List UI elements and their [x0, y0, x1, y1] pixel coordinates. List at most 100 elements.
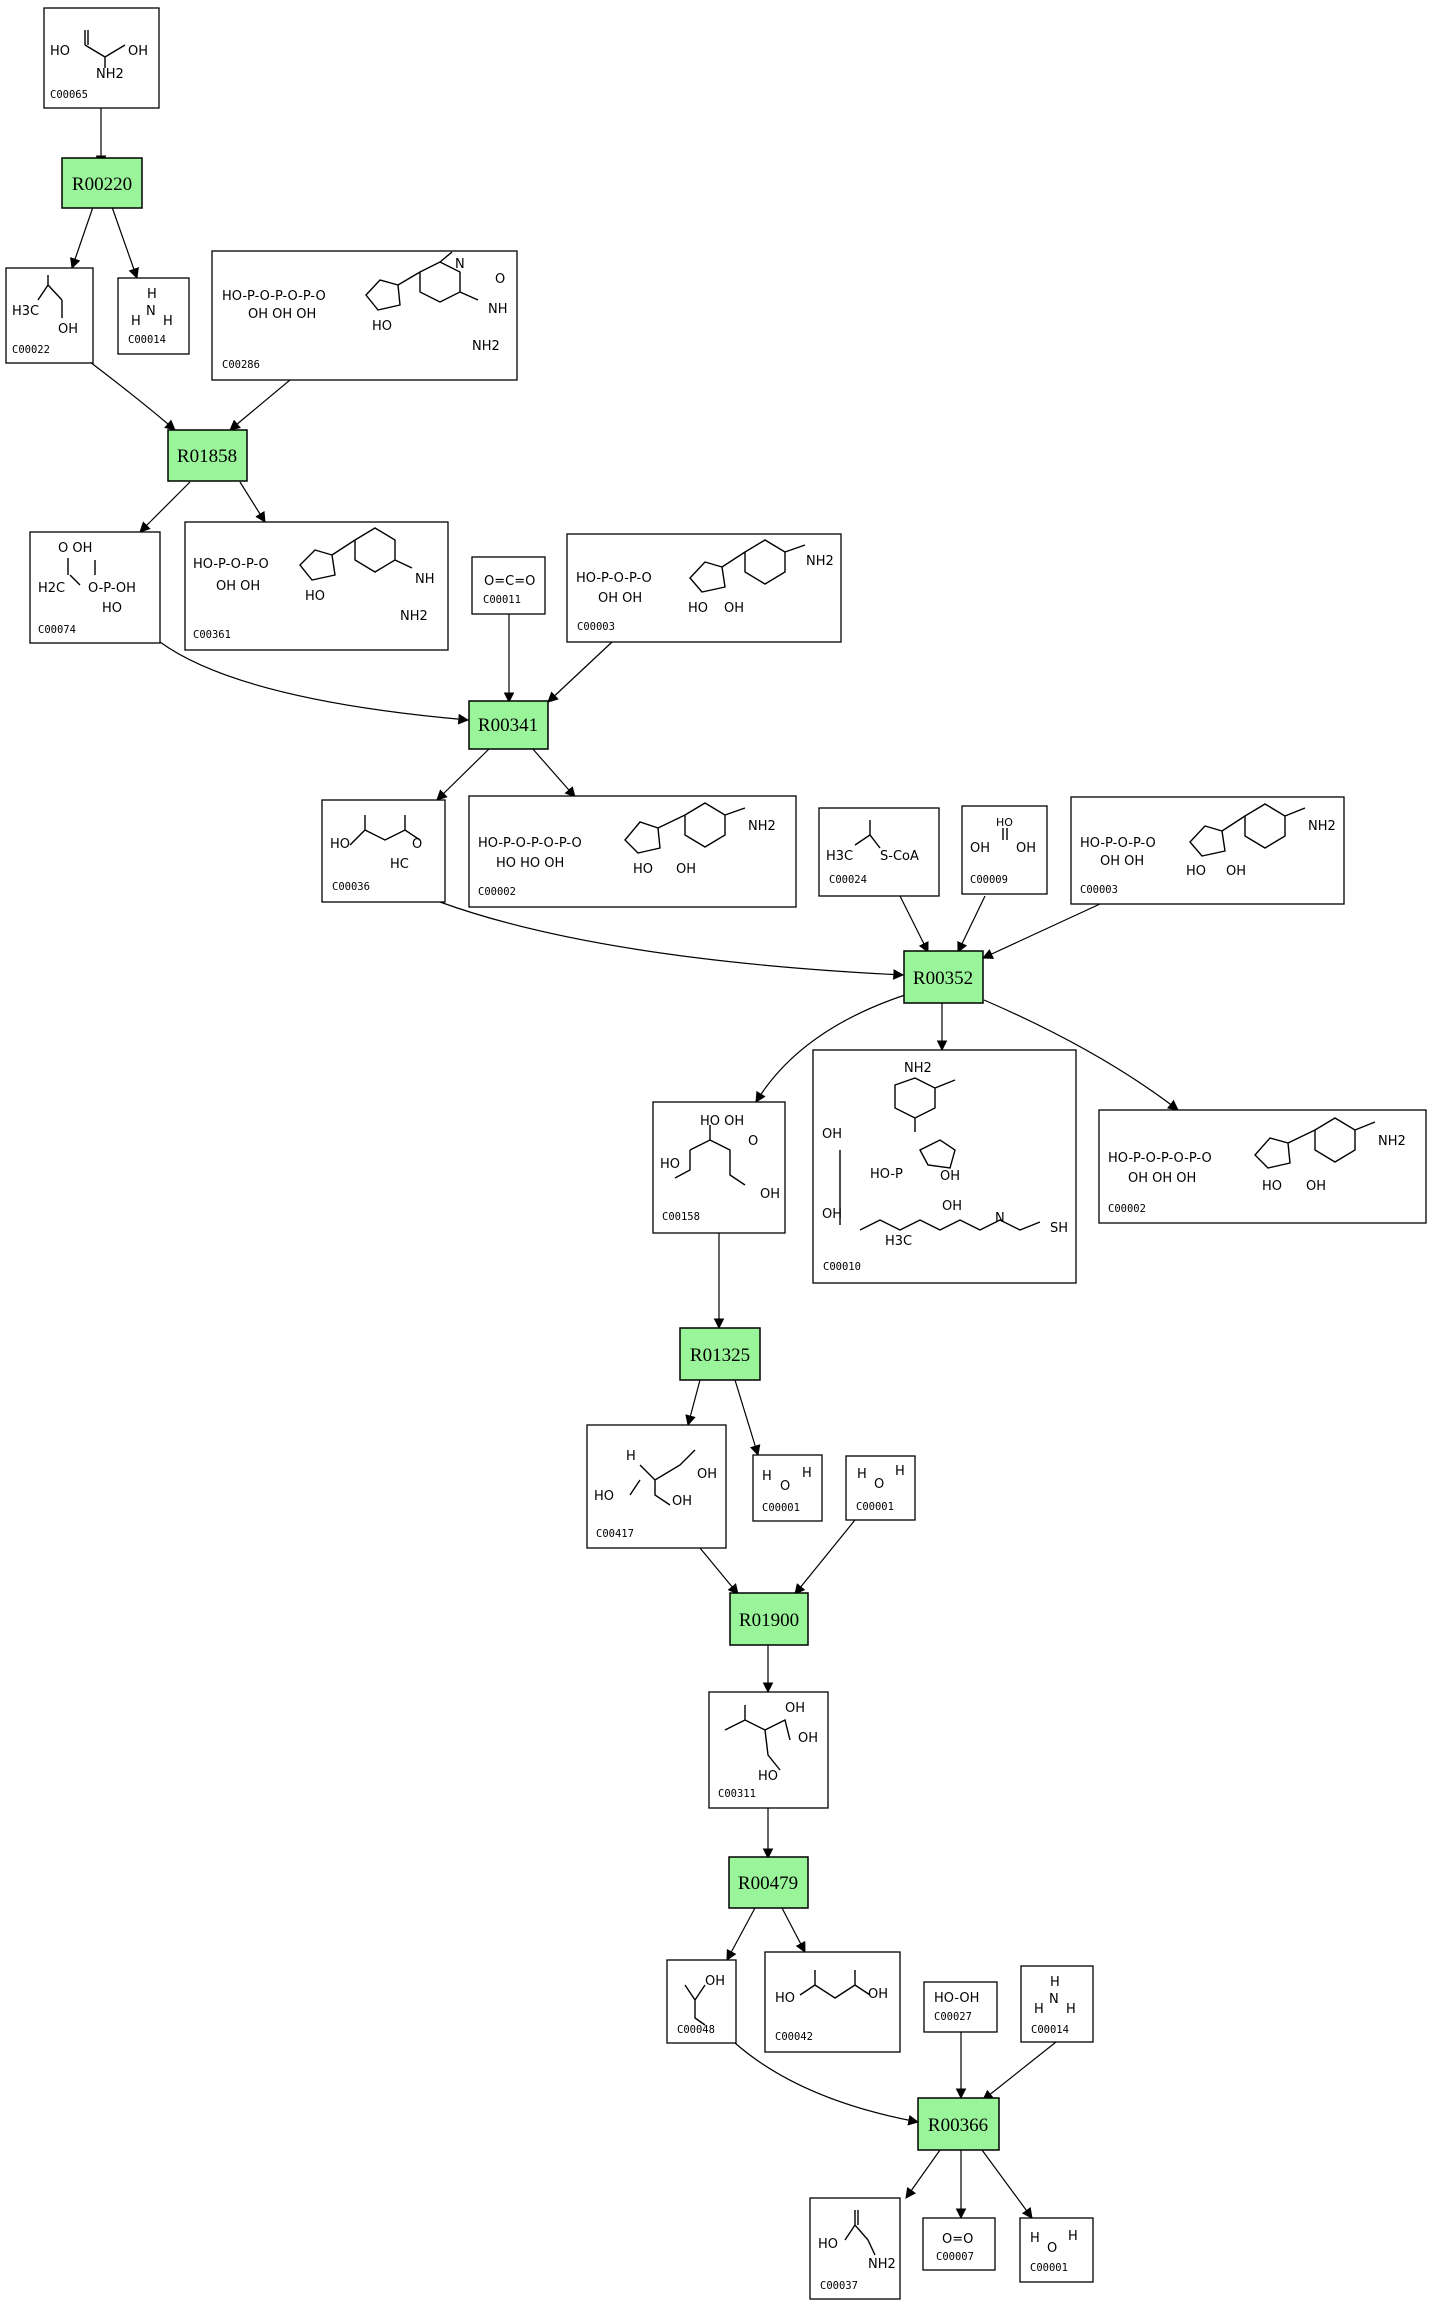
compound-c00002-b[interactable]: HO-P-O-P-O-P-O OH OH OH HO OH NH2 C00002	[1098, 1109, 1427, 1224]
reaction-r01858[interactable]: R01858	[167, 429, 248, 482]
edge-r00341-c00002a	[531, 747, 576, 798]
svg-text:NH2: NH2	[806, 554, 834, 569]
structure-c00311: OH OH HO	[724, 1701, 818, 1784]
compound-c00065[interactable]: HO OH NH2 C00065	[43, 7, 160, 109]
compound-id: C00003	[577, 621, 615, 633]
compound-c00011[interactable]: O=C=O C00011	[471, 556, 546, 615]
edge-c00003a-r00341	[547, 641, 613, 703]
compound-c00037[interactable]: HO NH2 C00037	[809, 2197, 901, 2300]
compound-c00014-b[interactable]: H N H H C00014	[1020, 1965, 1094, 2043]
compound-c00158[interactable]: HO OH HO OH O C00158	[652, 1101, 786, 1234]
compound-c00009[interactable]: HO OH OH C00009	[961, 805, 1048, 895]
svg-text:S-CoA: S-CoA	[880, 849, 919, 864]
compound-c00010[interactable]: NH2 OH HO-P OH H3C OH N SH OH C00010	[812, 1049, 1077, 1284]
compound-id: C00037	[820, 2280, 858, 2292]
compound-c00001-c[interactable]: H O H C00001	[1019, 2217, 1094, 2283]
svg-text:H: H	[857, 1467, 867, 1482]
svg-text:HO-P-O-P-O-P-O: HO-P-O-P-O-P-O	[478, 836, 582, 851]
compound-c00361[interactable]: HO-P-O-P-O OH OH HO NH NH2 C00361	[184, 521, 449, 651]
compound-id: C00036	[332, 881, 370, 893]
compound-c00003-a[interactable]: HO-P-O-P-O OH OH HO OH NH2 C00003	[566, 533, 842, 643]
svg-text:OH: OH	[822, 1207, 842, 1222]
compound-c00036[interactable]: HO O HC C00036	[321, 799, 446, 903]
svg-text:H3C: H3C	[826, 849, 853, 864]
svg-text:H: H	[131, 314, 141, 329]
svg-text:HO: HO	[372, 319, 392, 334]
compound-c00027[interactable]: HO-OH C00027	[923, 1981, 998, 2033]
svg-text:SH: SH	[1050, 1221, 1068, 1236]
reaction-r01325[interactable]: R01325	[679, 1327, 761, 1381]
reaction-r01900[interactable]: R01900	[729, 1592, 809, 1646]
compound-c00311[interactable]: OH OH HO C00311	[708, 1691, 829, 1809]
compound-c00022[interactable]: H3C OH C00022	[5, 267, 94, 364]
edge-c00001b-r01900	[794, 1519, 856, 1595]
edge-r00220-c00022	[70, 206, 94, 270]
svg-text:HO: HO	[1186, 864, 1206, 879]
svg-text:HO: HO	[102, 601, 122, 616]
svg-text:HO HO OH: HO HO OH	[496, 856, 564, 871]
compound-c00024[interactable]: H3C S-CoA C00024	[818, 807, 940, 897]
edge-r00341-c00036	[436, 747, 491, 801]
svg-text:H: H	[147, 287, 157, 302]
svg-text:N: N	[995, 1211, 1005, 1226]
structure-c00074: O OH H2C O-P-OH HO	[38, 541, 136, 616]
svg-text:N: N	[455, 257, 465, 272]
structure-c00048: OH	[684, 1974, 725, 2026]
compound-c00286[interactable]: HO-P-O-P-O-P-O OH OH OH HO NH NH2 N O C0…	[211, 250, 518, 381]
svg-text:OH: OH	[1016, 841, 1036, 856]
structure-c00010: NH2 OH HO-P OH H3C OH N SH OH	[822, 1061, 1068, 1249]
svg-text:HO: HO	[633, 862, 653, 877]
compound-c00002-a[interactable]: HO-P-O-P-O-P-O HO HO OH HO OH NH2 C00002	[468, 795, 797, 908]
compound-c00042[interactable]: HO OH C00042	[764, 1951, 901, 2053]
svg-text:HO: HO	[996, 816, 1013, 829]
compound-id: C00007	[936, 2251, 974, 2263]
compound-c00001-b[interactable]: H O H C00001	[845, 1455, 916, 1521]
svg-text:HO: HO	[305, 589, 325, 604]
compound-c00001-a[interactable]: H O H C00001	[752, 1454, 823, 1522]
structure-c00027: HO-OH	[934, 1991, 979, 2006]
compound-id: C00158	[662, 1211, 700, 1223]
compound-id: C00002	[478, 886, 516, 898]
compound-id: C00002	[1108, 1203, 1146, 1215]
reaction-r00352[interactable]: R00352	[903, 950, 984, 1004]
structure-c00014-b: H N H H	[1034, 1975, 1076, 2017]
edge-c00003b-r00352	[982, 903, 1101, 959]
svg-text:OH OH OH: OH OH OH	[248, 307, 316, 322]
reaction-r00220[interactable]: R00220	[61, 157, 143, 209]
compound-c00048[interactable]: OH C00048	[666, 1959, 737, 2044]
compound-c00014-a[interactable]: H N H H C00014	[117, 277, 190, 355]
compound-c00417[interactable]: H OH HO OH C00417	[586, 1424, 727, 1549]
structure-c00065: HO OH NH2	[50, 30, 148, 82]
svg-text:OH: OH	[942, 1199, 962, 1214]
svg-text:N: N	[146, 304, 156, 319]
svg-text:H: H	[626, 1449, 636, 1464]
svg-text:HO: HO	[594, 1489, 614, 1504]
svg-text:OH: OH	[676, 862, 696, 877]
svg-text:O: O	[874, 1477, 884, 1492]
svg-text:HO-P-O-P-O: HO-P-O-P-O	[576, 571, 652, 586]
svg-text:OH: OH	[760, 1187, 780, 1202]
structure-c00417: H OH HO OH	[594, 1449, 717, 1509]
structure-c00009: HO OH OH	[970, 816, 1036, 856]
reaction-label: R01325	[690, 1345, 750, 1366]
reaction-label: R00341	[478, 715, 538, 736]
svg-text:H: H	[1066, 2002, 1076, 2017]
svg-text:O: O	[1047, 2241, 1057, 2256]
compound-c00007[interactable]: O=O C00007	[922, 2217, 996, 2271]
svg-text:O: O	[495, 272, 505, 287]
reaction-r00479[interactable]: R00479	[728, 1856, 809, 1909]
structure-c00042: HO OH	[775, 1970, 888, 2006]
svg-text:OH: OH	[868, 1987, 888, 2002]
compound-c00003-b[interactable]: HO-P-O-P-O OH OH HO OH NH2 C00003	[1070, 796, 1345, 905]
svg-text:OH: OH	[705, 1974, 725, 1989]
compound-id: C00001	[762, 1502, 800, 1514]
reaction-r00341[interactable]: R00341	[468, 700, 549, 750]
svg-text:HC: HC	[390, 857, 409, 872]
structure-c00158: HO OH HO OH O	[660, 1114, 780, 1202]
structure-c00361: HO-P-O-P-O OH OH HO NH NH2	[193, 527, 435, 624]
svg-text:H3C: H3C	[885, 1234, 912, 1249]
structure-c00036: HO O HC	[330, 815, 422, 872]
compound-c00074[interactable]: O OH H2C O-P-OH HO C00074	[29, 531, 161, 644]
reaction-r00366[interactable]: R00366	[917, 2097, 1000, 2151]
